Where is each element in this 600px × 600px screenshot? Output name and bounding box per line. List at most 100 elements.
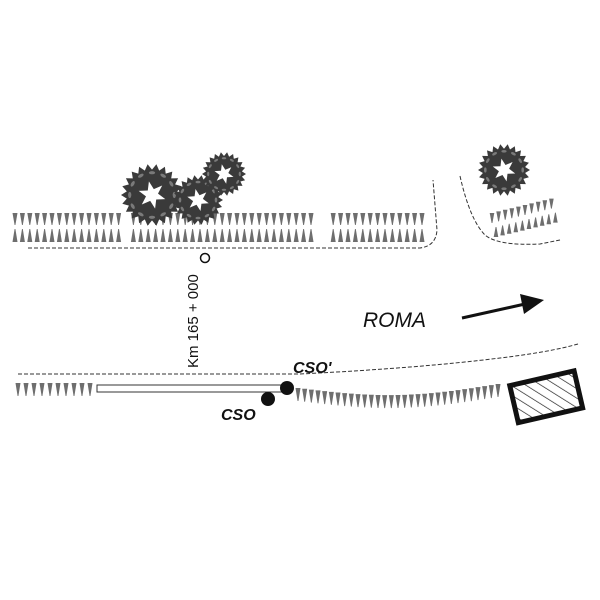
hedge-spike [382, 229, 388, 242]
hedge-spike [86, 229, 92, 242]
hedge-spike [382, 395, 388, 409]
hedge-spike [345, 229, 351, 242]
tree-3 [202, 152, 246, 196]
hedge-spike [293, 213, 299, 225]
tree-1 [121, 164, 183, 226]
hedge-spike [249, 213, 255, 225]
hedge-spike [79, 229, 85, 242]
hedge-spike [49, 229, 55, 242]
barrier-strip [96, 384, 284, 393]
hedge-spike [256, 229, 262, 242]
hedge-spike [308, 213, 314, 225]
hedge-spike [422, 393, 428, 407]
hedge-spike [93, 213, 99, 225]
hedge-spike [249, 229, 255, 242]
hedge-spike [101, 229, 107, 242]
road-edge-top [28, 179, 438, 249]
hedge-spike [27, 213, 33, 225]
hedge-spike [302, 388, 308, 402]
hedge-spike [468, 388, 474, 402]
hedge-spike [278, 213, 284, 225]
hedge-spike [419, 213, 425, 225]
hedge-spike [368, 394, 374, 408]
hedge-spike [234, 213, 240, 225]
hedge-spike [12, 213, 18, 225]
hedge-spike [19, 213, 25, 225]
hedge-spike [79, 213, 85, 225]
hedge-spike [342, 393, 348, 407]
road-edge-bottom [18, 343, 579, 375]
hedge-spike [241, 229, 247, 242]
hedge-spike [382, 213, 388, 225]
hedge-spike [167, 229, 173, 242]
hedge-spike [448, 390, 454, 404]
hedge-spike [362, 394, 368, 408]
hedge-spike [522, 205, 528, 215]
road-edge-junction [459, 175, 561, 245]
hedge-spike [516, 206, 521, 217]
hedge-spike [330, 213, 336, 225]
hedge-spike [397, 213, 403, 225]
hedge-spike [138, 229, 144, 242]
hedge-spike [34, 229, 40, 242]
hedge-spike [455, 390, 461, 404]
km-marker-label: Km 165 + 000 [185, 274, 202, 368]
hedge-spike [49, 213, 55, 225]
hedge-spike [553, 212, 558, 223]
direction-arrow-icon [461, 294, 544, 320]
trees [121, 144, 530, 226]
hedge-spike [130, 229, 136, 242]
hedge-spike [335, 392, 341, 406]
hedge-spike [308, 389, 314, 403]
hedge-spike [71, 229, 77, 242]
hedge-spike [412, 213, 418, 225]
hedge-spike [482, 386, 488, 400]
hedge-spike [404, 229, 410, 242]
hedge-spike [212, 229, 218, 242]
hedge-bottom-left [15, 383, 93, 396]
hedge-spike [375, 213, 381, 225]
hedge-spike [520, 220, 525, 231]
hedge-spike [404, 213, 410, 225]
tree-4 [478, 144, 530, 196]
hedge-spike [64, 229, 70, 242]
hedge-spike [428, 393, 434, 407]
hedge-spike [153, 229, 159, 242]
hedge-spike [93, 229, 99, 242]
hedge-spike [535, 201, 541, 212]
hedge-spike [295, 388, 301, 401]
hedge-spike [539, 215, 545, 226]
hedge-spike [546, 214, 552, 225]
hedge-spike [367, 229, 373, 242]
hedge-spike [19, 229, 25, 242]
hedge-spike [227, 213, 233, 225]
cso-prime-label: CSO' [293, 360, 333, 377]
hedge-spike [506, 223, 512, 234]
hedge-spike [31, 383, 37, 396]
hedge-spike [12, 229, 18, 242]
hedge-spike [204, 229, 210, 242]
hedge-spike [462, 389, 468, 403]
hedge-spike [395, 395, 401, 408]
hedge-spike [308, 229, 314, 242]
cso-label: CSO [221, 407, 256, 424]
hedge-spike [15, 383, 21, 396]
hedge-spike [338, 213, 344, 225]
hedge-spike [360, 229, 366, 242]
hedge-spike [488, 385, 494, 399]
hedge-junction-row-lower [493, 212, 558, 237]
hedge-spike [435, 392, 441, 406]
hedge-spike [419, 229, 425, 242]
hedge-spike [348, 393, 354, 407]
hedge-spike [502, 209, 508, 220]
hedge-spike [175, 213, 181, 225]
hedge-spike [415, 394, 421, 408]
hedge-spike [513, 222, 519, 233]
hedge-spike [101, 213, 107, 225]
hedge-spike [442, 391, 448, 405]
hedge-spike [39, 383, 45, 396]
hedge-spike [293, 229, 299, 242]
hedge-spike [355, 394, 361, 408]
hedge-spike [301, 213, 307, 225]
